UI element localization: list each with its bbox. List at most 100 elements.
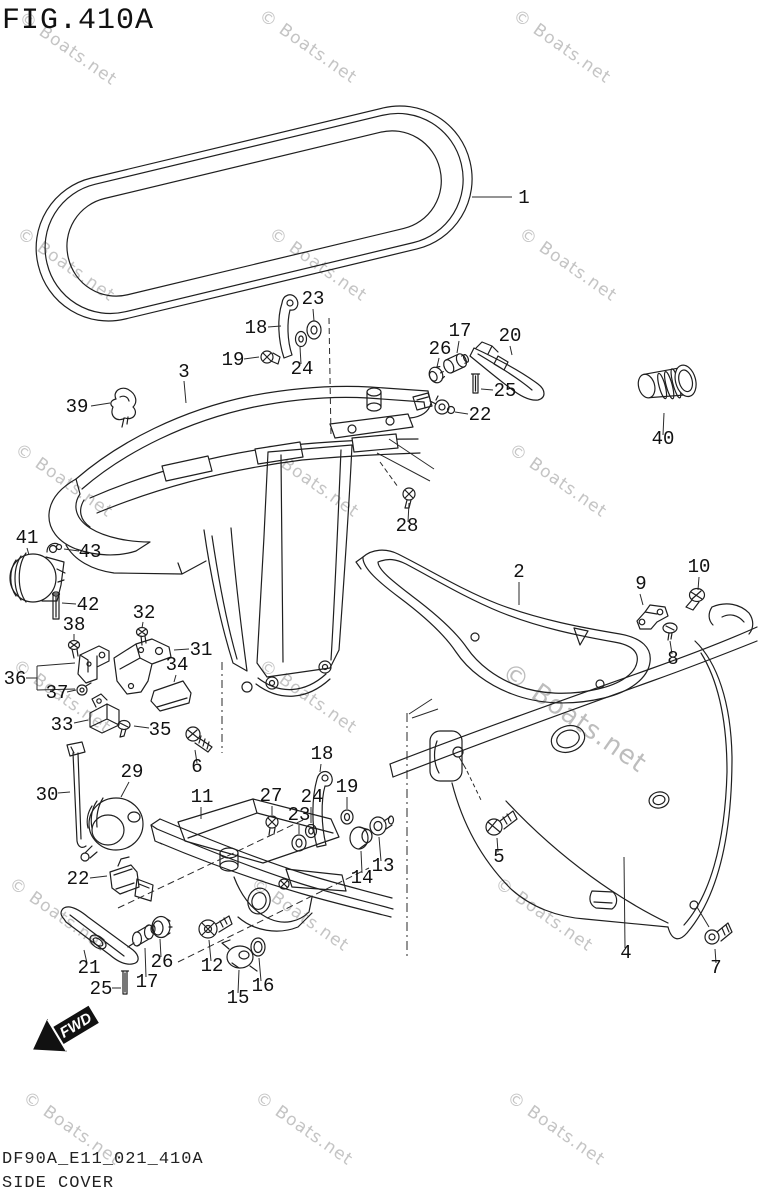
callout-number-18: 18 [311, 743, 334, 765]
callout-number-22: 22 [67, 868, 90, 890]
callout-leader-line [90, 402, 111, 407]
callout-number-10: 10 [688, 556, 711, 578]
callout-leader-line [509, 345, 513, 356]
callout-leader-line [456, 340, 460, 354]
footer-part-code: DF90A_E11_021_410A [2, 1150, 204, 1169]
callout-leader-line [639, 593, 644, 606]
callout-number-28: 28 [396, 515, 419, 537]
callout-number-38: 38 [63, 614, 86, 636]
callout-leader-line [454, 411, 469, 415]
callout-leader-line [159, 938, 162, 958]
hook-part [312, 770, 333, 848]
callout-leader-line [57, 791, 71, 794]
part-side-cover-left [48, 385, 432, 697]
callout-leader-line [243, 356, 260, 360]
clip-part [46, 542, 63, 554]
washer-part [291, 834, 307, 852]
callout-number-27: 27 [260, 785, 283, 807]
callout-number-34: 34 [166, 654, 189, 676]
callout-leader-line [194, 749, 198, 764]
grommet-cup-part [9, 552, 66, 603]
callout-leader-line [66, 689, 77, 693]
callout-number-25: 25 [494, 380, 517, 402]
pad-part [150, 680, 192, 712]
washer-part [306, 320, 322, 340]
connector-part [109, 856, 154, 902]
callout-leader-line [697, 576, 700, 591]
callout-number-35: 35 [149, 719, 172, 741]
callout-number-41: 41 [16, 527, 39, 549]
callout-number-20: 20 [499, 325, 522, 347]
cap-part [428, 366, 446, 384]
callout-number-26: 26 [429, 338, 452, 360]
callout-number-36: 36 [4, 668, 27, 690]
callout-leader-line [89, 875, 108, 879]
screw-part [67, 639, 81, 659]
callout-number-42: 42 [77, 594, 100, 616]
screw-part [117, 719, 131, 738]
bolt-part [265, 815, 279, 836]
grommet-part [76, 682, 92, 696]
callout-number-14: 14 [351, 867, 374, 889]
cap-part [151, 915, 173, 939]
pin-part [470, 373, 481, 394]
callout-number-39: 39 [66, 396, 89, 418]
callout-number-25: 25 [90, 978, 113, 1000]
callout-number-23: 23 [302, 288, 325, 310]
callout-number-19: 19 [336, 776, 359, 798]
watermark-text: © Boats.net [11, 440, 116, 522]
callout-number-19: 19 [222, 349, 245, 371]
callout-number-2: 2 [513, 561, 524, 583]
callout-number-9: 9 [635, 573, 646, 595]
watermark-text: © Boats.net [491, 874, 596, 956]
footer-figure-name: SIDE COVER [2, 1174, 115, 1193]
callout-number-22: 22 [469, 404, 492, 426]
relay-part [80, 797, 144, 862]
callout-number-26: 26 [151, 951, 174, 973]
callout-leader-line [669, 640, 673, 655]
pin-part [52, 593, 60, 620]
connector-part [412, 392, 439, 411]
callout-leader-line [208, 939, 212, 962]
assembly-guide-lines [117, 317, 482, 963]
watermark-text: © Boats.net [13, 224, 118, 306]
screw-part [402, 487, 416, 501]
callout-number-43: 43 [79, 541, 102, 563]
callout-leader-line [623, 856, 626, 949]
callout-number-1: 1 [518, 187, 529, 209]
callout-number-31: 31 [190, 639, 213, 661]
callout-number-6: 6 [191, 756, 202, 778]
part-side-cover-right [389, 603, 758, 945]
figure-title: FIG.410A [2, 4, 155, 38]
callout-leader-line [83, 949, 88, 964]
watermark-text: © Boats.net [251, 1088, 356, 1170]
bracket-part [113, 638, 172, 695]
part-top-seal-ring [35, 105, 473, 322]
watermark-text: © Boats.net [255, 656, 360, 738]
valve-part [443, 353, 470, 374]
callout-number-5: 5 [493, 846, 504, 868]
watermark-text: © Boats.net [255, 6, 360, 88]
washer-part [294, 330, 308, 348]
upper-fasteners-group [110, 294, 697, 509]
bolt-part [485, 810, 518, 836]
callout-number-13: 13 [372, 855, 395, 877]
left-parts-group [9, 542, 213, 753]
callout-leader-line [480, 388, 494, 391]
callout-number-24: 24 [291, 358, 314, 380]
callout-number-29: 29 [121, 761, 144, 783]
callout-number-17: 17 [136, 971, 159, 993]
clamp-part [89, 693, 120, 734]
callout-leader-line [662, 412, 665, 436]
callout-number-33: 33 [51, 714, 74, 736]
callout-leader-line [360, 850, 363, 874]
callout-leader-line [63, 548, 80, 552]
callout-number-15: 15 [227, 987, 250, 1009]
callout-leader-line [133, 725, 150, 729]
screw-part [260, 350, 274, 364]
bolt-part [198, 915, 233, 939]
hook-part [278, 294, 299, 359]
callout-leader-line [436, 357, 440, 368]
